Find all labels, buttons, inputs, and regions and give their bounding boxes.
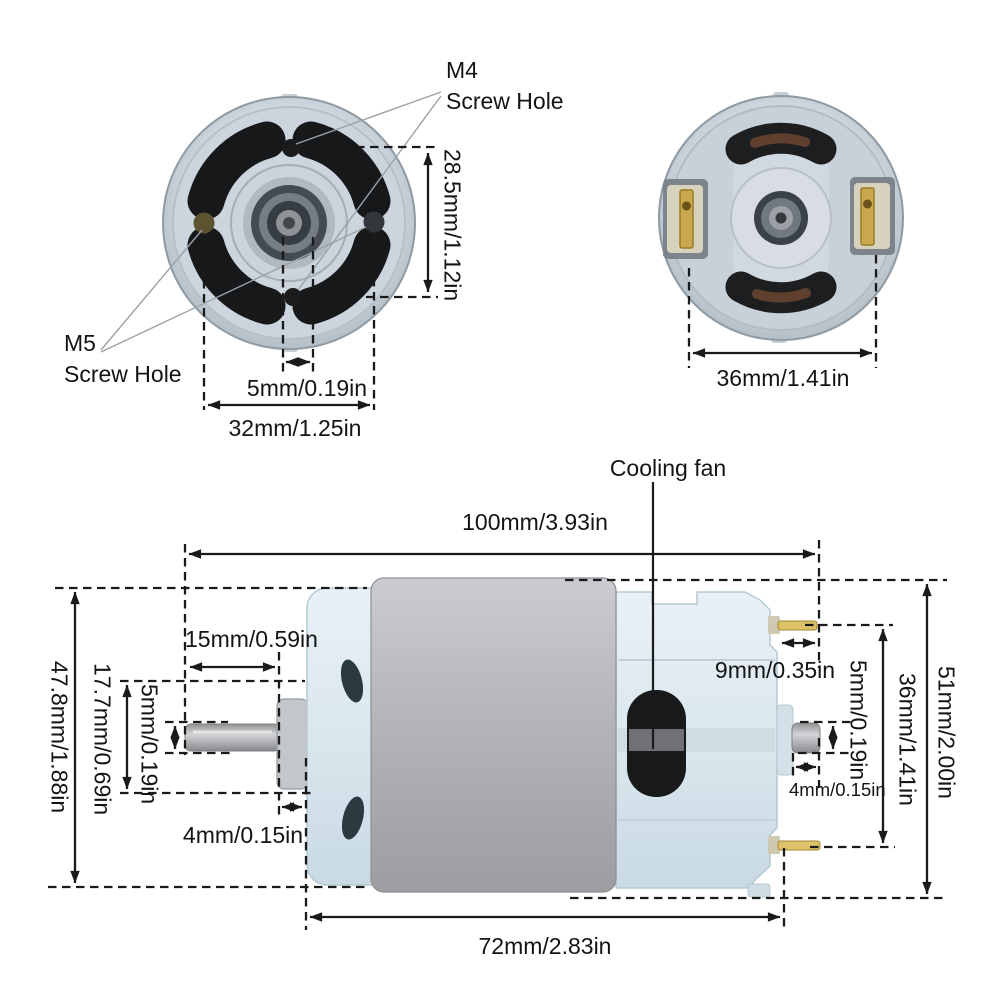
dim-label-case-diameter: 36mm/1.41in bbox=[894, 673, 921, 806]
rear-mount-tab bbox=[747, 883, 771, 898]
m4-label-line2: Screw Hole bbox=[446, 88, 564, 114]
back-commutator-glints bbox=[750, 133, 811, 303]
cooling-fan-label: Cooling fan bbox=[609, 455, 727, 481]
back-terminal-right bbox=[850, 177, 895, 255]
side-view-illustration bbox=[184, 577, 821, 898]
dim-label-endcap-height: 17.7mm/0.69in bbox=[89, 663, 116, 816]
endcap-screw-bottom bbox=[341, 796, 365, 840]
dim-label-side-shaft-diameter: 5mm/0.19in bbox=[136, 684, 163, 805]
m5-label-line2: Screw Hole bbox=[64, 361, 182, 387]
dim-label-terminal-pin-length: 9mm/0.35in bbox=[714, 657, 836, 683]
rear-bearing-boss bbox=[776, 704, 794, 776]
m5-pointer-left bbox=[100, 229, 203, 351]
m4-label-line1: M4 bbox=[446, 57, 478, 83]
extension-lines bbox=[48, 145, 947, 932]
m4-pointer-bottom bbox=[297, 95, 442, 291]
fan-vent-shaft-band bbox=[629, 729, 684, 751]
rear-shaft-stub bbox=[791, 722, 821, 754]
motor-can bbox=[370, 577, 617, 893]
dimension-arrows bbox=[70, 152, 932, 922]
m4-pointer-top bbox=[295, 91, 442, 145]
dim-label-rear-shaft-length: 4mm/0.15in bbox=[789, 779, 886, 800]
m4-screw-hole-bottom bbox=[284, 288, 302, 306]
dim-label-shaft-length: 15mm/0.59in bbox=[185, 626, 318, 652]
dim-label-front-shaft-diameter: 5mm/0.19in bbox=[246, 375, 368, 401]
dim-label-rear-shaft-diameter: 5mm/0.19in bbox=[845, 660, 872, 781]
back-view-illustration bbox=[658, 92, 904, 343]
dim-label-total-height: 51mm/2.00in bbox=[933, 666, 960, 799]
back-terminal-left bbox=[663, 179, 708, 259]
dim-label-total-length: 100mm/3.93in bbox=[462, 509, 608, 535]
pointer-lines bbox=[100, 91, 442, 353]
dim-label-case-length: 72mm/2.83in bbox=[478, 933, 612, 959]
shaft-collar bbox=[276, 698, 309, 790]
terminal-base-top bbox=[768, 616, 780, 634]
front-vent-slots bbox=[187, 121, 391, 325]
front-view-illustration bbox=[162, 94, 416, 352]
m5-label-line1: M5 bbox=[64, 330, 96, 356]
dim-label-screw-hole-spacing: 28.5mm/1.12in bbox=[439, 149, 466, 302]
terminal-base-bottom bbox=[768, 836, 780, 854]
dim-label-shaft-collar-length: 4mm/0.15in bbox=[182, 822, 304, 848]
output-shaft bbox=[184, 723, 281, 752]
m5-pointer-right bbox=[100, 226, 367, 353]
m5-screw-hole-left bbox=[193, 212, 215, 234]
m5-screw-hole-right bbox=[363, 211, 385, 233]
front-bearing-hub bbox=[230, 164, 348, 282]
rear-housing-seams bbox=[618, 659, 775, 821]
dim-label-mount-hole-spacing: 32mm/1.25in bbox=[228, 415, 362, 441]
terminal-pin-top bbox=[777, 620, 818, 631]
endcap-screw-top bbox=[340, 659, 364, 703]
terminal-pin-bottom bbox=[777, 840, 821, 851]
back-bearing-hub bbox=[730, 167, 832, 269]
dim-label-body-height: 47.8mm/1.88in bbox=[46, 661, 73, 814]
dim-label-terminal-width: 36mm/1.41in bbox=[716, 365, 850, 391]
